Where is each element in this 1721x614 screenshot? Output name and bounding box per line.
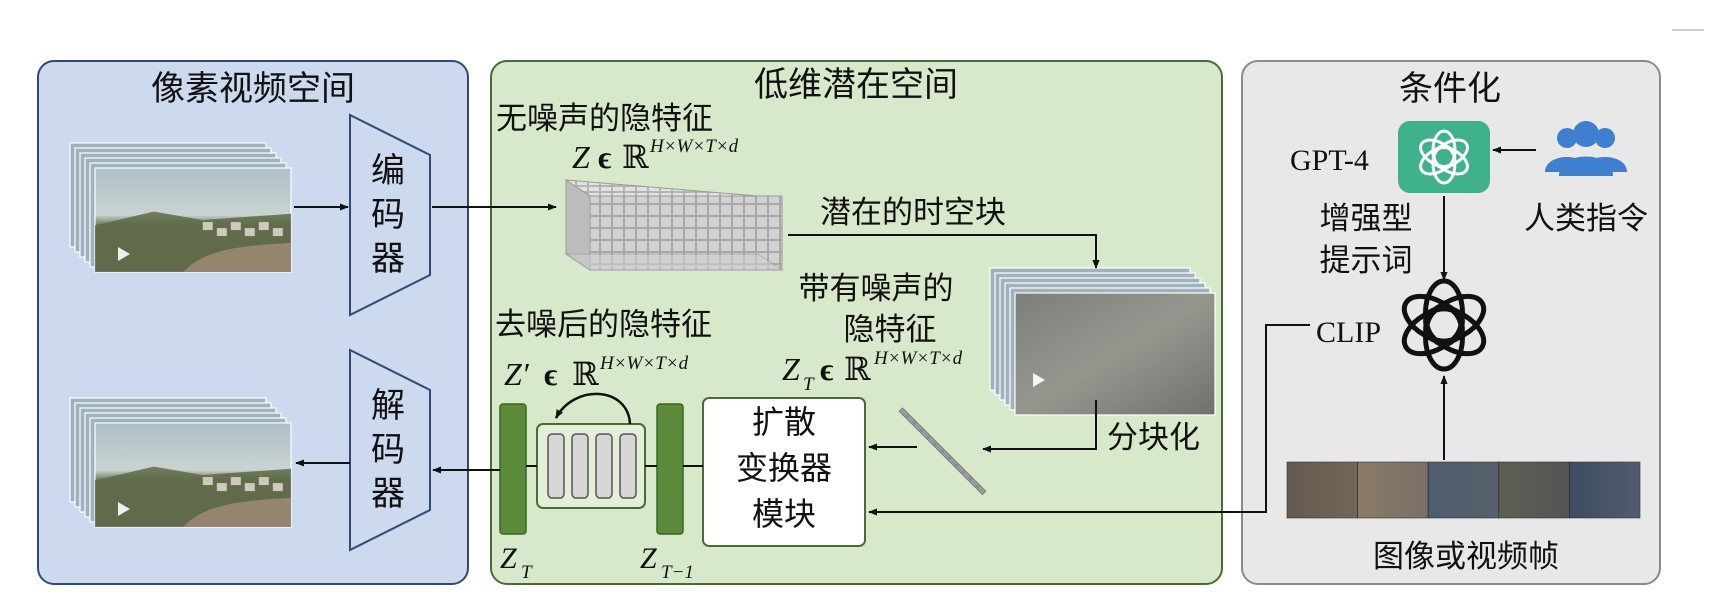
svg-text:T: T [803,374,815,395]
encoder-char-3: 器 [371,239,405,279]
svg-text:H×W×T×d: H×W×T×d [649,136,739,157]
video-frame [1014,292,1216,416]
transformer-label-line2: 变换器 [736,449,832,487]
svg-text:Z: Z [782,351,801,387]
frame-thumbnail [1427,461,1500,519]
transformer-label-line3: 模块 [752,495,816,533]
svg-text:Z′: Z′ [504,356,530,392]
frame-thumbnail [1569,461,1641,519]
svg-text:T−1: T−1 [661,562,694,583]
zt-minus-1-subscript-label: Z T−1 [640,542,694,583]
gpt4-label: GPT-4 [1290,144,1369,177]
encoder-block: 编 码 器 [349,113,431,317]
latent-cube [564,179,784,271]
noisy-latent-stack [989,267,1216,416]
people-icon [1545,121,1627,176]
svg-text:H×W×T×d: H×W×T×d [873,348,963,369]
latent-zt-minus-1-bar [656,403,684,535]
frames-label: 图像或视频帧 [1373,539,1559,575]
svg-text:H×W×T×d: H×W×T×d [599,353,689,374]
denoising-steps-box [536,392,646,509]
enhanced-prompt-line2: 提示词 [1320,243,1413,279]
human-instruction-label: 人类指令 [1524,201,1648,237]
arrow-noise-to-patchify [982,400,1097,453]
noisy-latent-label-line2: 隐特征 [844,312,937,348]
noisy-latent-formula: Z T ϵ ℝ H×W×T×d [782,348,963,395]
denoised-latent-label: 去噪后的隐特征 [495,307,712,343]
enhanced-prompt-line1: 增强型 [1320,201,1413,237]
arrow-clip-to-transformer [868,324,1310,516]
svg-text:ϵ: ϵ [544,356,558,392]
svg-text:ℝ: ℝ [572,356,599,392]
latent-zt-bar [499,403,527,535]
spacetime-patches-label: 潜在的时空块 [820,195,1006,231]
decoder-char-2: 码 [371,430,405,470]
output-video-stack [69,397,292,528]
transformer-label-line1: 扩散 [752,403,816,441]
play-icon [118,502,130,516]
noisy-latent-label-line1: 带有噪声的 [799,271,954,307]
svg-text:ℝ: ℝ [622,139,649,175]
frame-thumbnail [1286,461,1358,519]
svg-text:ℝ: ℝ [844,351,871,387]
svg-text:Z: Z [572,139,591,175]
decoder-char-1: 解 [371,386,405,426]
input-video-stack [69,142,292,273]
frame-thumbnail [1357,461,1429,519]
openai-gpt4-icon [1398,121,1490,193]
arrows [294,146,1536,516]
clean-latent-label: 无噪声的隐特征 [496,101,713,137]
clean-latent-formula: Z ϵ ℝ H×W×T×d [572,136,739,175]
conditioning-panel [1241,60,1661,585]
patch-token-sequence [898,407,987,496]
decoder-block: 解 码 器 [349,348,431,552]
encoder-char-2: 码 [371,195,405,235]
patchify-label: 分块化 [1107,420,1200,456]
openai-clip-icon [1401,278,1487,372]
svg-text:T: T [521,562,533,583]
clip-label: CLIP [1316,316,1381,349]
zt-subscript-label: Z T [500,542,533,583]
denoised-latent-formula: Z′ ϵ ℝ H×W×T×d [504,353,689,392]
svg-text:Z: Z [640,542,657,575]
image-video-frames-strip [1286,461,1641,519]
svg-text:Z: Z [500,542,517,575]
latent-space-title: 低维潜在空间 [754,65,958,105]
svg-text:ϵ: ϵ [598,139,612,175]
play-icon [1033,373,1045,387]
frame-thumbnail [1498,461,1570,519]
decoder-char-3: 器 [371,474,405,514]
svg-text:ϵ: ϵ [820,351,834,387]
conditioning-title: 条件化 [1399,69,1501,109]
play-icon [118,247,130,261]
pixel-space-title: 像素视频空间 [151,69,355,109]
diffusion-transformer-block: 扩散 变换器 模块 [702,397,866,547]
encoder-char-1: 编 [371,151,405,191]
arrow-patches-to-noise [788,234,1100,269]
